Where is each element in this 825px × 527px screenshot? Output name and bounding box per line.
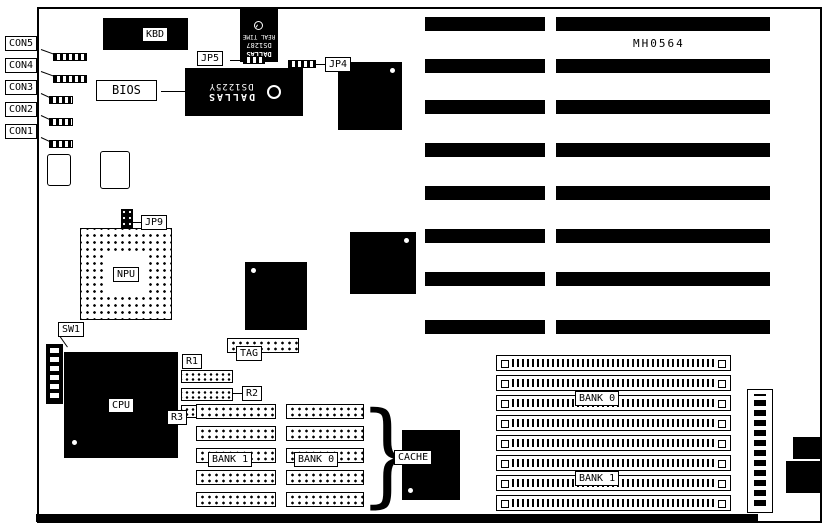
dallas-logo-icon <box>267 85 282 99</box>
simm-socket <box>496 455 731 471</box>
leader-line <box>161 91 185 92</box>
board-part-number: MH0564 <box>633 37 685 50</box>
kbd-label: KBD <box>142 27 169 42</box>
isa-slot-segment <box>425 272 545 286</box>
isa-slot-segment <box>556 143 770 157</box>
npu-socket: NPU <box>80 228 172 320</box>
cpu-label: CPU <box>107 397 135 413</box>
cache-dip-socket <box>286 470 364 485</box>
isa-slot-segment <box>556 59 770 73</box>
jp5-label: JP5 <box>197 51 224 66</box>
con2-label: CON2 <box>5 102 38 117</box>
jp4-label: JP4 <box>325 57 352 72</box>
con1-pin-header <box>49 140 73 148</box>
isa-slot-segment <box>425 320 545 334</box>
memory-bank1-label: BANK 1 <box>575 471 620 486</box>
isa-slot <box>0 17 825 31</box>
keyboard-din-connector <box>793 437 822 459</box>
simm-socket <box>496 375 731 391</box>
cache-dip-socket <box>196 404 276 419</box>
jp4-jumper-pins <box>288 60 316 68</box>
pin1-marker <box>408 488 413 493</box>
isa-slot-segment <box>425 100 545 114</box>
cache-bank1-label: BANK 1 <box>208 452 253 467</box>
simm-socket <box>496 435 731 451</box>
isa-slot <box>0 143 825 157</box>
npu-socket-center: NPU <box>106 254 146 294</box>
dip-switch-positions <box>50 348 59 400</box>
resistor-pack <box>181 370 233 383</box>
isa-slot-segment <box>425 59 545 73</box>
qfp-chip <box>245 262 307 330</box>
rtc-chip: DALLAS DS1287 REAL TIME <box>240 8 278 62</box>
con3-pin-header <box>49 96 73 104</box>
con5-label: CON5 <box>5 36 38 51</box>
nvram-chip: DALLAS DS1225Y <box>185 68 303 116</box>
pin1-marker <box>251 268 256 273</box>
isa-slot <box>0 100 825 114</box>
jp9-label: JP9 <box>141 215 168 230</box>
con1-label: CON1 <box>5 124 38 139</box>
keyboard-din-connector <box>786 461 822 493</box>
chipset-chip-top <box>338 62 402 130</box>
resistor-pack <box>181 388 233 401</box>
cache-bank0-label: BANK 0 <box>294 452 339 467</box>
pin1-marker <box>72 440 77 445</box>
leader-line <box>230 60 243 61</box>
crystal-oscillator <box>47 154 71 186</box>
con2-pin-header <box>49 118 73 126</box>
cache-dip-socket <box>196 426 276 441</box>
rtc-part-text: DS1287 <box>246 41 272 49</box>
isa-slot-segment <box>556 17 770 31</box>
dip-switch <box>46 344 63 404</box>
rtc-subtitle-text: REAL TIME <box>242 33 276 40</box>
isa-slot <box>0 229 825 243</box>
isa-slot-segment <box>556 320 770 334</box>
tag-label: TAG <box>236 346 263 361</box>
cache-label: CACHE <box>394 450 433 465</box>
isa-slot-segment <box>556 100 770 114</box>
simm-socket <box>496 495 731 511</box>
r3-label: R3 <box>167 410 188 425</box>
board-edge-strip <box>36 514 758 522</box>
simm-socket <box>496 415 731 431</box>
cache-dip-socket <box>286 426 364 441</box>
jp5-jumper-pins <box>243 56 265 64</box>
leader-line <box>233 393 242 394</box>
simm-socket <box>496 355 731 371</box>
cache-dip-socket <box>196 492 276 507</box>
isa-slot-segment <box>556 186 770 200</box>
isa-slot <box>0 59 825 73</box>
pin1-marker <box>404 238 409 243</box>
isa-slot-segment <box>425 17 545 31</box>
isa-slot <box>0 186 825 200</box>
isa-slot-segment <box>556 229 770 243</box>
cache-dip-socket <box>196 470 276 485</box>
isa-slot-segment <box>425 186 545 200</box>
crystal-oscillator <box>100 151 130 189</box>
sw1-label: SW1 <box>58 322 85 337</box>
power-connector <box>747 389 773 513</box>
cpu-chip: CPU <box>64 352 178 458</box>
npu-label: NPU <box>112 266 140 282</box>
memory-bank0-label: BANK 0 <box>575 391 620 406</box>
con5-pin-header <box>53 53 87 61</box>
bios-label: BIOS <box>96 80 157 101</box>
r2-label: R2 <box>242 386 263 401</box>
r1-label: R1 <box>182 354 203 369</box>
pin1-marker <box>390 68 395 73</box>
cache-dip-socket <box>286 404 364 419</box>
isa-slot <box>0 320 825 334</box>
con4-label: CON4 <box>5 58 38 73</box>
isa-slot-segment <box>425 229 545 243</box>
con3-label: CON3 <box>5 80 38 95</box>
isa-slot-segment <box>556 272 770 286</box>
nvram-part-text: DS1225Y <box>208 81 254 92</box>
leader-line <box>133 222 141 223</box>
cache-dip-socket <box>286 492 364 507</box>
con4-pin-header <box>53 75 87 83</box>
isa-slot <box>0 272 825 286</box>
leader-line <box>316 64 325 65</box>
isa-slot-segment <box>425 143 545 157</box>
